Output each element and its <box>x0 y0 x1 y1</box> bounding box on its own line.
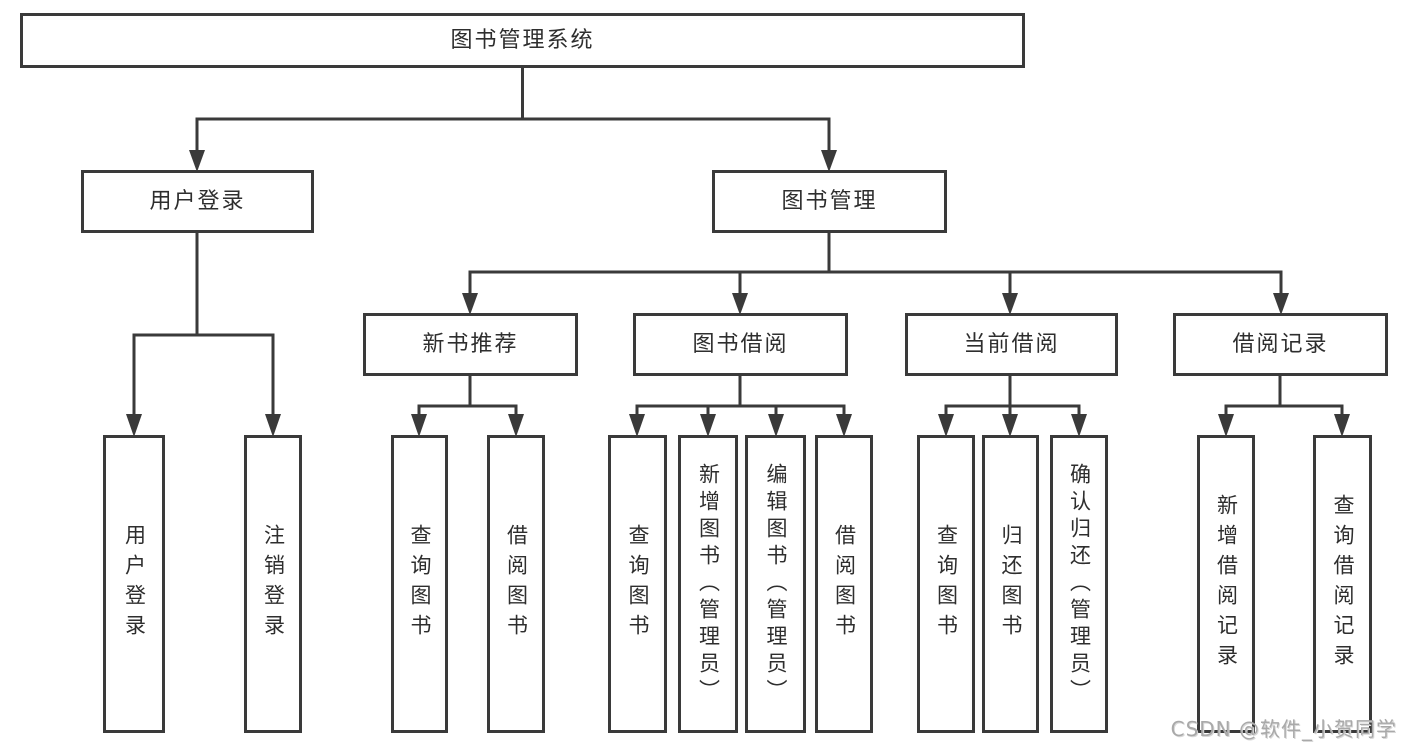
leaf-query-borrow-record: 查询借阅记录 <box>1313 435 1372 733</box>
arrowhead <box>700 414 716 437</box>
arrowhead <box>836 414 852 437</box>
leaf-query-books-current: 查询图书 <box>917 435 975 733</box>
arrowhead <box>732 293 748 315</box>
arrowhead <box>411 414 427 437</box>
node-label: 查询图书 <box>626 524 650 644</box>
arrowhead <box>1273 293 1289 315</box>
leaf-edit-book-admin: 编辑图书（管理员） <box>745 435 806 733</box>
arrowhead <box>1002 414 1018 437</box>
node-book-management: 图书管理 <box>712 170 947 233</box>
arrowhead <box>1218 414 1234 437</box>
arrowhead <box>265 414 281 437</box>
node-label: 借阅图书 <box>832 524 857 644</box>
node-borrow-records: 借阅记录 <box>1173 313 1388 376</box>
node-label: 借阅图书 <box>504 524 529 644</box>
leaf-add-borrow-record: 新增借阅记录 <box>1197 435 1255 733</box>
leaf-user-login: 用户登录 <box>103 435 165 733</box>
node-label: 确认归还（管理员） <box>1067 462 1092 706</box>
arrowhead <box>629 414 645 437</box>
node-label: 图书管理系统 <box>450 27 595 53</box>
leaf-return-book: 归还图书 <box>982 435 1039 733</box>
node-label: 注销登录 <box>261 524 286 644</box>
node-label: 查询图书 <box>408 524 432 644</box>
node-label: 当前借阅 <box>963 331 1060 357</box>
node-user-login: 用户登录 <box>81 170 314 233</box>
node-new-book-recommend: 新书推荐 <box>363 313 578 376</box>
arrowhead <box>508 414 524 437</box>
arrowhead <box>1334 414 1350 437</box>
node-label: 图书借阅 <box>692 331 789 357</box>
node-label: 借阅记录 <box>1232 331 1329 357</box>
arrowhead <box>1002 293 1018 315</box>
node-label: 新增借阅记录 <box>1214 494 1239 674</box>
node-book-borrow: 图书借阅 <box>633 313 848 376</box>
node-label: 归还图书 <box>999 524 1023 644</box>
leaf-borrow-books: 借阅图书 <box>815 435 873 733</box>
leaf-logout: 注销登录 <box>244 435 302 733</box>
arrowhead <box>1071 414 1087 437</box>
node-label: 新书推荐 <box>422 331 519 357</box>
node-label: 编辑图书（管理员） <box>764 462 788 706</box>
leaf-confirm-return-admin: 确认归还（管理员） <box>1050 435 1108 733</box>
node-label: 查询图书 <box>934 524 959 644</box>
node-root: 图书管理系统 <box>20 13 1025 68</box>
leaf-add-book-admin: 新增图书（管理员） <box>678 435 738 733</box>
node-label: 图书管理 <box>781 188 878 214</box>
leaf-query-books-borrow: 查询图书 <box>608 435 667 733</box>
arrowhead <box>462 293 478 315</box>
node-current-borrow: 当前借阅 <box>905 313 1118 376</box>
node-label: 用户登录 <box>122 524 147 644</box>
arrowhead <box>189 150 205 172</box>
watermark: CSDN @软件_小贺同学 <box>1170 717 1397 741</box>
arrowhead <box>938 414 954 437</box>
node-label: 查询借阅记录 <box>1331 494 1355 674</box>
arrowhead <box>821 150 837 172</box>
node-label: 用户登录 <box>149 188 246 214</box>
leaf-query-books-recommend: 查询图书 <box>391 435 448 733</box>
leaf-borrow-books-recommend: 借阅图书 <box>487 435 545 733</box>
node-label: 新增图书（管理员） <box>696 462 721 706</box>
arrowhead <box>126 414 142 437</box>
arrowhead <box>768 414 784 437</box>
